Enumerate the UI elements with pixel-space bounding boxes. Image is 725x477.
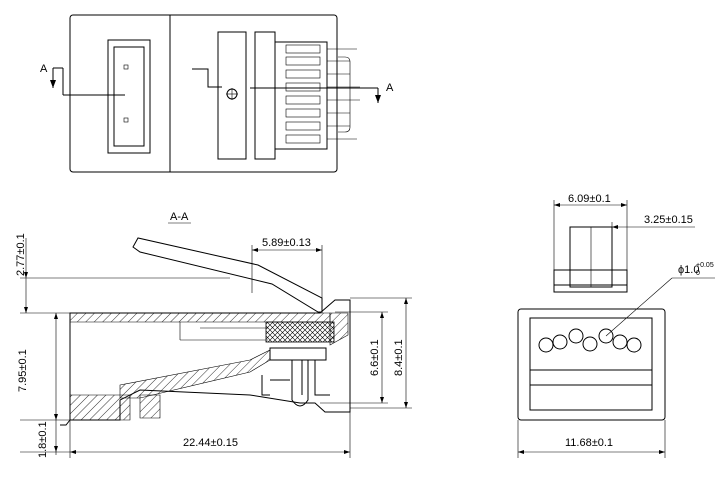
contact-block: [274, 41, 328, 150]
blade-holder-left: [217, 31, 247, 160]
dim-2-77: 2.77±0.1: [15, 233, 27, 276]
cut-label-left: A: [40, 63, 48, 75]
front-inner: [529, 317, 653, 411]
dim-5-89: 5.89±0.13: [262, 237, 311, 249]
section-title: A-A: [170, 211, 189, 223]
dim-6-6: 6.6±0.1: [369, 339, 381, 376]
section-view: A-A: [15, 211, 412, 458]
front-body: [517, 308, 666, 421]
contact-window: [529, 317, 653, 371]
dim-7-95: 7.95±0.1: [17, 349, 29, 392]
top-shell-hatch: [69, 312, 331, 323]
wire-lines: [327, 48, 360, 140]
latch-window: [107, 39, 151, 154]
center-bracket: [192, 68, 222, 88]
contact-base: [269, 347, 327, 361]
dim-3-25: 3.25±0.15: [644, 214, 693, 226]
dim-8-4: 8.4±0.1: [393, 339, 405, 376]
dim-hole-diameter: ϕ1.0: [678, 264, 699, 276]
top-view: A: [40, 14, 394, 173]
cut-arrowhead-left: [50, 80, 56, 88]
latch-mark-1: [123, 64, 129, 70]
dim-hole-tol-upper: +0.05: [696, 262, 714, 269]
dim-1-8: 1.8±0.1: [37, 421, 49, 458]
latch-lever: [132, 237, 323, 313]
plug-outline-top: [69, 14, 338, 173]
latch-mark-2: [123, 117, 129, 123]
contact-blades: [285, 44, 321, 144]
strain-relief-hatch: [119, 349, 271, 399]
bottom-shell-hatch: [69, 394, 131, 421]
front-latch-base: [553, 269, 628, 293]
dim-11-68: 11.68±0.1: [565, 437, 613, 449]
cut-label-right: A: [386, 82, 394, 94]
dim-hole-tol-lower: 0: [696, 270, 700, 277]
contact-prongs: [261, 360, 330, 407]
dim-6-09: 6.09±0.1: [568, 193, 611, 205]
dim-22-44: 22.44±0.15: [183, 437, 238, 449]
blade-holder-right: [254, 31, 276, 160]
contact-crosshatch: [265, 321, 335, 343]
contact-holes: [538, 328, 642, 353]
front-view: 6.09±0.1 3.25±0.15 ϕ1.0 +0.05 0 11.68±0.…: [517, 193, 715, 458]
cut-arrowhead-right: [375, 95, 381, 103]
latch-window-inner: [113, 46, 145, 147]
